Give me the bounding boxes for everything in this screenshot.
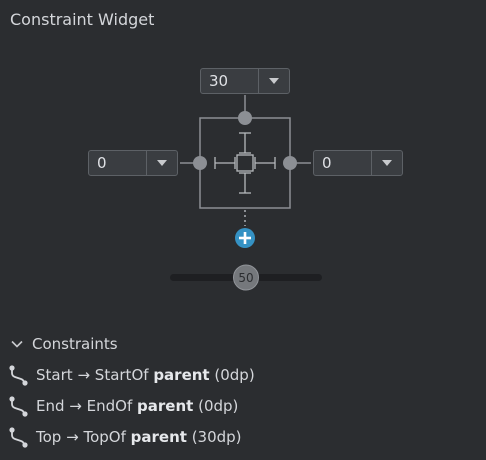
left-margin-dropdown[interactable]: 0 <box>88 150 178 176</box>
constraint-side: End <box>36 397 65 415</box>
center-view-square <box>236 154 254 172</box>
constraint-target: parent <box>137 397 194 415</box>
chevron-down-icon[interactable] <box>259 69 289 93</box>
constraint-row-top[interactable]: Top → TopOf parent (30dp) <box>8 425 242 449</box>
chevron-down-icon[interactable] <box>372 151 402 175</box>
constraint-link-icon <box>9 365 28 386</box>
constraint-arrow: → <box>66 428 79 446</box>
constraint-row-start[interactable]: Start → StartOf parent (0dp) <box>8 363 255 387</box>
constraint-anchor: TopOf <box>83 428 126 446</box>
horizontal-bias-slider[interactable]: 50 <box>170 264 322 291</box>
constraint-link-icon <box>9 396 28 417</box>
constraint-arrow: → <box>69 397 82 415</box>
constraint-row-end[interactable]: End → EndOf parent (0dp) <box>8 394 238 418</box>
slider-value-label: 50 <box>238 271 253 285</box>
constraint-margin: (0dp) <box>198 397 239 415</box>
constraints-section-header[interactable]: Constraints <box>10 333 118 355</box>
left-anchor-handle[interactable] <box>193 156 207 170</box>
constraint-side: Start <box>36 366 73 384</box>
right-margin-dropdown[interactable]: 0 <box>313 150 403 176</box>
constraint-anchor: EndOf <box>86 397 133 415</box>
dropdown-separator <box>258 69 259 93</box>
constraint-target: parent <box>153 366 210 384</box>
view-bounds-box <box>199 117 291 209</box>
top-margin-value: 30 <box>209 72 229 90</box>
top-anchor-handle[interactable] <box>238 111 252 125</box>
constraint-margin: (0dp) <box>214 366 255 384</box>
dropdown-separator <box>371 151 372 175</box>
constraint-side: Top <box>36 428 62 446</box>
top-margin-dropdown[interactable]: 30 <box>200 68 290 94</box>
slider-thumb[interactable] <box>233 264 259 291</box>
constraint-arrow: → <box>77 366 91 384</box>
panel-title: Constraint Widget <box>10 10 155 29</box>
constraint-anchor: StartOf <box>94 366 149 384</box>
right-margin-value: 0 <box>322 154 332 172</box>
constraint-margin: (30dp) <box>191 428 242 446</box>
constraints-section-title: Constraints <box>32 335 118 353</box>
chevron-down-icon[interactable] <box>147 151 177 175</box>
right-anchor-handle[interactable] <box>283 156 297 170</box>
constraint-link-icon <box>9 427 28 448</box>
left-margin-value: 0 <box>97 154 107 172</box>
constraint-widget-graphic: 50 <box>170 95 322 291</box>
chevron-down-icon[interactable] <box>10 337 24 351</box>
constraint-target: parent <box>130 428 187 446</box>
dropdown-separator <box>146 151 147 175</box>
add-constraint-icon[interactable] <box>235 228 255 248</box>
